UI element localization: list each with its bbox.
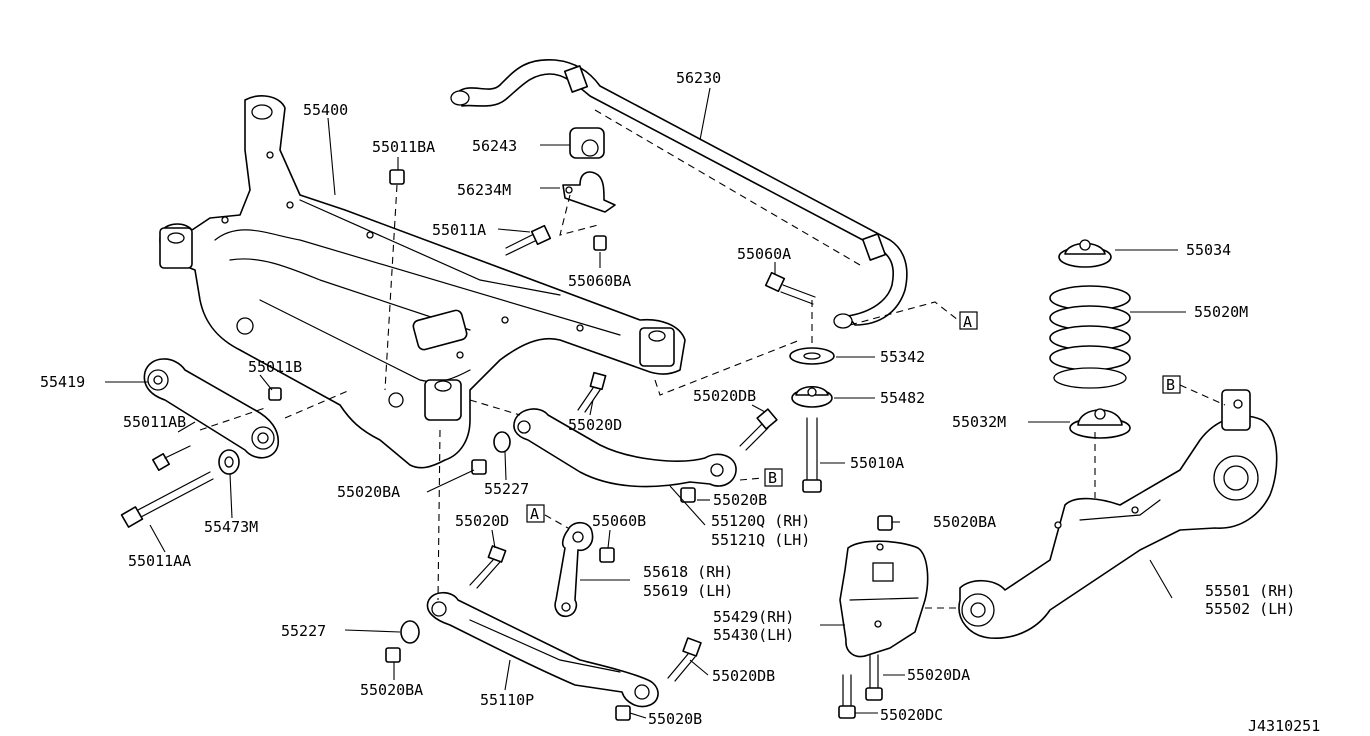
washer-55342 <box>789 347 835 365</box>
bracket-55429 <box>839 540 929 658</box>
bolt-55020DB-upper <box>739 408 778 451</box>
bolt-55011A <box>505 224 552 256</box>
washer-55473M <box>218 449 240 475</box>
label-55430: 55430(LH) <box>713 626 794 644</box>
label-55020BA-3: 55020BA <box>360 681 423 699</box>
nut-55011BA <box>389 169 405 185</box>
label-55020DC: 55020DC <box>880 706 943 724</box>
ref-label-A2: A <box>530 505 539 523</box>
stabilizer-clamp <box>562 171 616 251</box>
label-56243: 56243 <box>472 137 517 155</box>
label-55034: 55034 <box>1186 241 1231 259</box>
bolt-55020D-lower <box>469 545 507 589</box>
link-55618 <box>554 521 594 618</box>
spring-seat-55032M <box>1069 408 1131 439</box>
label-55032M: 55032M <box>952 413 1006 431</box>
label-55473M: 55473M <box>204 518 258 536</box>
dashed-guides <box>199 109 1226 609</box>
nut-55011B <box>268 387 282 401</box>
label-55010A: 55010A <box>850 454 904 472</box>
bolt-55020DC <box>838 674 856 719</box>
label-55342: 55342 <box>880 348 925 366</box>
washer-55482 <box>791 385 833 408</box>
label-55011A: 55011A <box>432 221 486 239</box>
coil-spring-55020M <box>1049 285 1131 389</box>
nut-55020B-lower <box>615 705 631 721</box>
label-55120Q: 55120Q (RH) <box>711 512 810 530</box>
bolt-55011AA <box>120 471 214 528</box>
label-55227-1: 55227 <box>484 480 529 498</box>
label-55011AA: 55011AA <box>128 552 191 570</box>
knuckle-55501 <box>958 389 1278 639</box>
label-55060A: 55060A <box>737 245 791 263</box>
nut-55020BA-upper <box>471 459 487 475</box>
bolt-55020DA <box>865 654 883 701</box>
label-56234M: 56234M <box>457 181 511 199</box>
ref-box-A2 <box>526 504 545 523</box>
upper-arm-55120Q <box>513 408 737 488</box>
label-55020BA-2: 55020BA <box>933 513 996 531</box>
label-55020DB-2: 55020DB <box>712 667 775 685</box>
nut-55020BA-lower <box>385 647 401 663</box>
label-55011AB: 55011AB <box>123 413 186 431</box>
bolt-55011AB <box>152 445 191 471</box>
label-55011B: 55011B <box>248 358 302 376</box>
bolt-55020DB-lower <box>667 637 702 682</box>
label-55227-2: 55227 <box>281 622 326 640</box>
lower-arm-55110P <box>426 591 659 708</box>
stabilizer-bushing <box>569 127 605 159</box>
spring-seat-55034 <box>1058 239 1112 268</box>
ref-box-A1 <box>959 311 978 330</box>
subframe <box>159 95 686 469</box>
label-55502: 55502 (LH) <box>1205 600 1295 618</box>
label-55110P: 55110P <box>480 691 534 709</box>
label-55020D-2: 55020D <box>455 512 509 530</box>
bolt-55010A <box>802 417 822 493</box>
label-55429: 55429(RH) <box>713 608 794 626</box>
label-55020DA: 55020DA <box>907 666 970 684</box>
nut-55020B-upper <box>680 487 696 503</box>
label-55060B: 55060B <box>592 512 646 530</box>
label-55020D-1: 55020D <box>568 416 622 434</box>
label-55011BA: 55011BA <box>372 138 435 156</box>
washer-55227-upper <box>493 431 511 453</box>
label-55020B-1: 55020B <box>713 491 767 509</box>
label-55619: 55619 (LH) <box>643 582 733 600</box>
label-55020DB-1: 55020DB <box>693 387 756 405</box>
ref-box-B2 <box>1162 375 1181 394</box>
bolt-55060A <box>764 271 816 305</box>
diagram-id: J4310251 <box>1248 717 1320 735</box>
label-55020BA-1: 55020BA <box>337 483 400 501</box>
washer-55227-lower <box>400 620 420 644</box>
label-55501: 55501 (RH) <box>1205 582 1295 600</box>
nut-55060B <box>599 547 615 563</box>
leader-lines <box>105 87 1186 719</box>
ref-label-B1: B <box>768 469 777 487</box>
label-56230: 56230 <box>676 69 721 87</box>
label-55400: 55400 <box>303 101 348 119</box>
bolt-55020D-upper <box>577 371 607 413</box>
ref-label-B2: B <box>1166 376 1175 394</box>
nut-55020BA-bracket <box>877 515 893 531</box>
label-55020B-2: 55020B <box>648 710 702 728</box>
label-55482: 55482 <box>880 389 925 407</box>
label-55060BA: 55060BA <box>568 272 631 290</box>
label-55121Q: 55121Q (LH) <box>711 531 810 549</box>
label-55618: 55618 (RH) <box>643 563 733 581</box>
label-55020M: 55020M <box>1194 303 1248 321</box>
link-55419 <box>143 358 280 459</box>
ref-box-B1 <box>764 468 783 487</box>
ref-label-A1: A <box>963 313 972 331</box>
label-55419: 55419 <box>40 373 85 391</box>
stabilizer-bar <box>450 59 908 329</box>
